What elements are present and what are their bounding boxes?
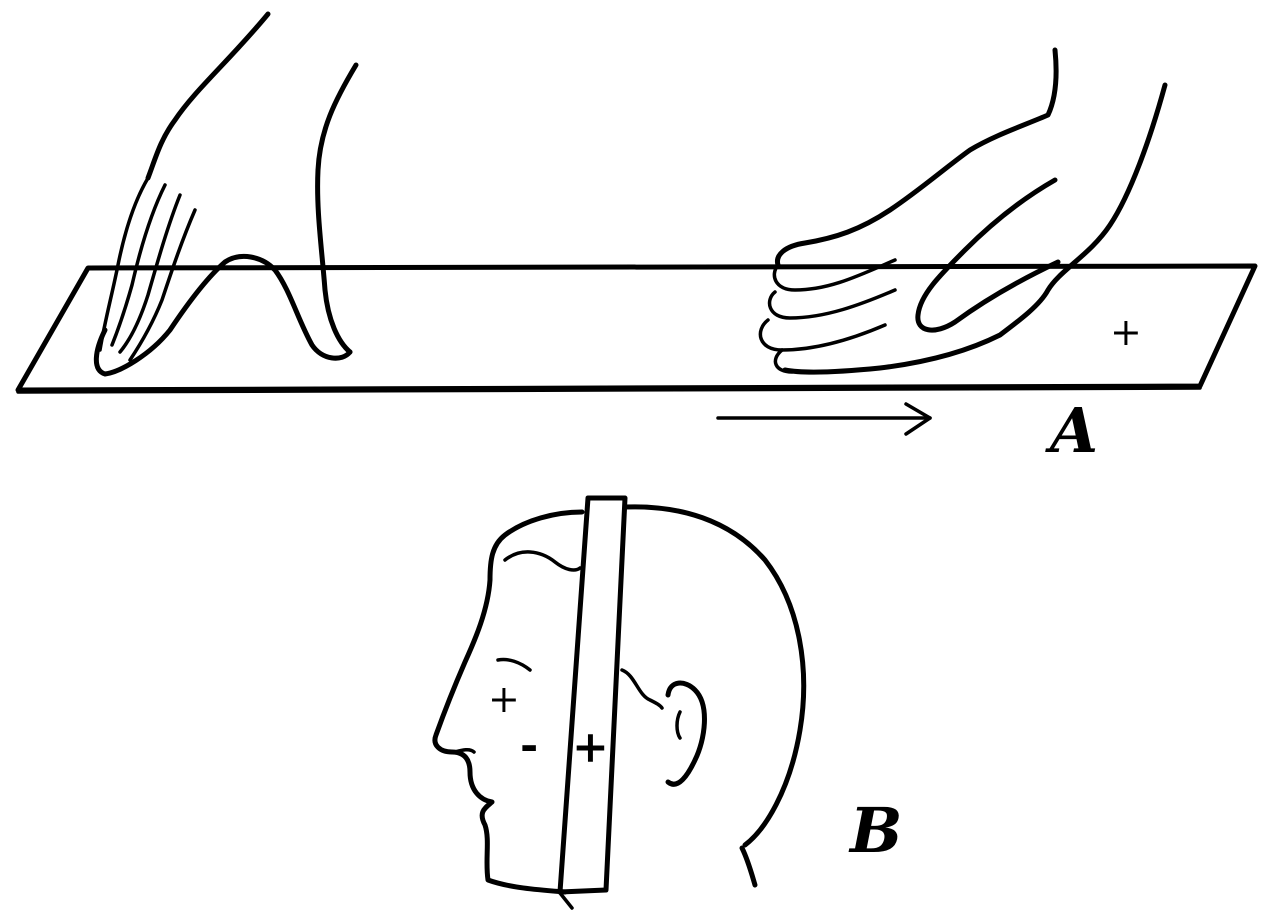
motion-arrow-a [716,402,932,436]
right-hand-drawing [758,47,1168,375]
head-front-outline [432,509,585,895]
eye-brow [496,657,532,672]
left-hand-drawing [93,11,359,377]
face-charge-minus: - [520,720,538,771]
face-charge-plus: + [488,677,520,721]
paper-strip-a [15,263,1258,393]
head-back-outline [622,504,807,848]
label-a: A [1045,394,1098,467]
hair-back [620,668,664,710]
paper-strip-b [557,495,628,895]
strip-charge-a: + [1110,310,1142,354]
panel-b: + - + B [432,495,902,910]
neck [739,845,758,888]
nostril [453,747,476,754]
panel-a: + A [15,11,1258,467]
label-b: B [848,794,902,867]
hairline [503,550,582,572]
ear [665,680,707,787]
paper-strip-a-edge [16,386,1202,394]
strip-charge-b: + [572,722,609,773]
